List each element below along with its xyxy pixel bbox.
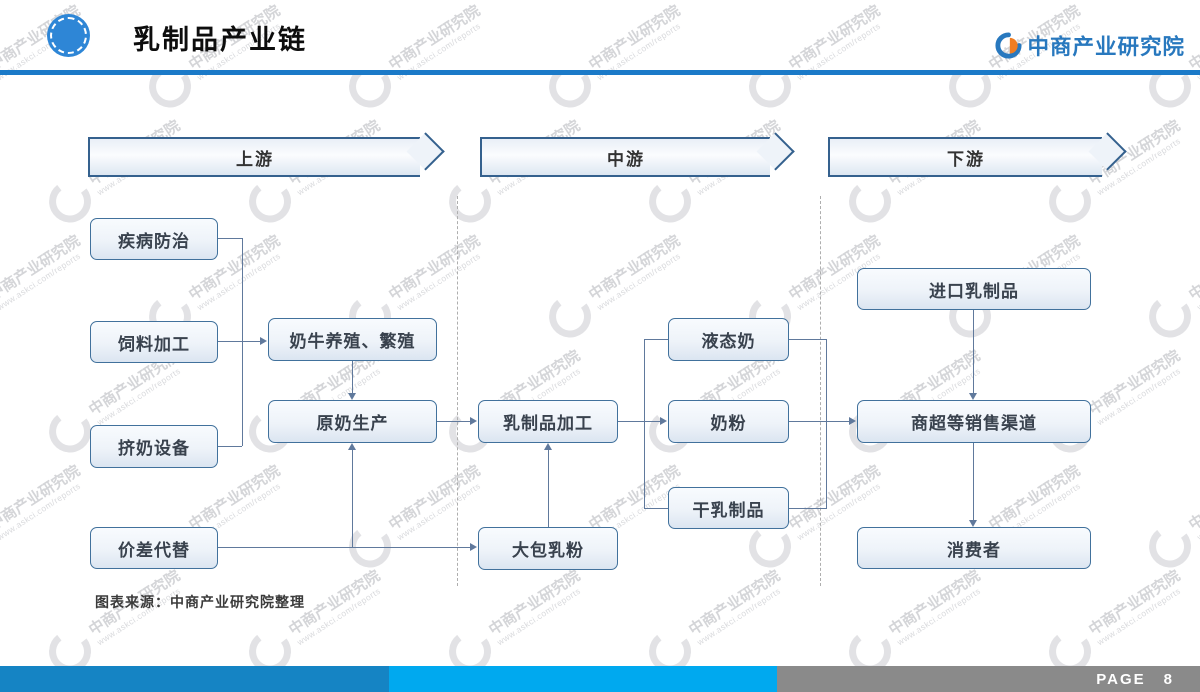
stage-banner-midstream: 中游 bbox=[480, 137, 770, 177]
arrowhead bbox=[348, 443, 356, 450]
footer-segment-dark-blue bbox=[0, 666, 389, 692]
connector-line bbox=[242, 238, 243, 446]
node-disease-prevention: 疾病防治 bbox=[90, 218, 218, 260]
connector-line bbox=[826, 339, 827, 509]
source-note: 图表来源：中商产业研究院整理 bbox=[95, 594, 305, 610]
stage-label: 下游 bbox=[947, 149, 985, 169]
arrowhead bbox=[260, 337, 267, 345]
connector-line bbox=[437, 421, 470, 422]
dashed-circle-icon bbox=[47, 14, 90, 57]
arrowhead bbox=[660, 417, 667, 425]
node-liquid-milk: 液态奶 bbox=[668, 318, 789, 361]
stage-banner-upstream: 上游 bbox=[88, 137, 420, 177]
connector-line bbox=[218, 446, 242, 447]
connector-line bbox=[644, 508, 668, 509]
connector-line bbox=[789, 508, 827, 509]
node-dairy-processing: 乳制品加工 bbox=[478, 400, 618, 443]
node-cattle-breeding: 奶牛养殖、繁殖 bbox=[268, 318, 437, 361]
arrowhead bbox=[470, 417, 477, 425]
connector-line bbox=[789, 421, 850, 422]
arrowhead bbox=[470, 543, 477, 551]
page-label: PAGE bbox=[1096, 670, 1146, 688]
connector-line bbox=[352, 450, 353, 548]
arrowhead bbox=[969, 393, 977, 400]
node-raw-milk-production: 原奶生产 bbox=[268, 400, 437, 443]
stage-label: 上游 bbox=[236, 149, 274, 169]
arrowhead bbox=[849, 417, 856, 425]
brand-logo-icon bbox=[995, 32, 1023, 59]
connector-line bbox=[548, 450, 549, 527]
connector-line bbox=[789, 339, 827, 340]
arrowhead bbox=[348, 393, 356, 400]
footer-bar: PAGE 8 bbox=[0, 666, 1200, 692]
stage-label: 中游 bbox=[607, 149, 645, 169]
node-milk-powder: 奶粉 bbox=[668, 400, 789, 443]
arrowhead bbox=[969, 520, 977, 527]
node-milking-equipment: 挤奶设备 bbox=[90, 425, 218, 468]
node-dry-dairy-products: 干乳制品 bbox=[668, 487, 789, 529]
node-imported-dairy: 进口乳制品 bbox=[857, 268, 1091, 310]
page-number: 8 bbox=[1163, 670, 1172, 688]
connector-line bbox=[218, 547, 470, 548]
page-title: 乳制品产业链 bbox=[133, 25, 307, 55]
connector-line bbox=[644, 339, 668, 340]
node-price-substitution: 价差代替 bbox=[90, 527, 218, 569]
node-consumers: 消费者 bbox=[857, 527, 1091, 569]
connector-line bbox=[973, 443, 974, 520]
header: 乳制品产业链 中商产业研究院 bbox=[0, 0, 1200, 75]
connector-line bbox=[973, 310, 974, 393]
connector-line bbox=[644, 339, 645, 509]
node-feed-processing: 饲料加工 bbox=[90, 321, 218, 363]
node-bulk-milk-powder: 大包乳粉 bbox=[478, 527, 618, 570]
section-divider bbox=[457, 196, 458, 586]
dashed-ring bbox=[50, 17, 87, 54]
footer-segment-light-blue bbox=[389, 666, 777, 692]
section-divider bbox=[820, 196, 821, 586]
brand-name: 中商产业研究院 bbox=[1027, 35, 1185, 59]
connector-line bbox=[218, 238, 242, 239]
brand-logo: 中商产业研究院 bbox=[995, 30, 1185, 61]
connector-line bbox=[618, 421, 661, 422]
connector-line bbox=[218, 341, 261, 342]
connector-line bbox=[352, 361, 353, 393]
footer-segment-gray: PAGE 8 bbox=[777, 666, 1200, 692]
arrowhead bbox=[544, 443, 552, 450]
stage-banner-downstream: 下游 bbox=[828, 137, 1102, 177]
node-sales-channels: 商超等销售渠道 bbox=[857, 400, 1091, 443]
